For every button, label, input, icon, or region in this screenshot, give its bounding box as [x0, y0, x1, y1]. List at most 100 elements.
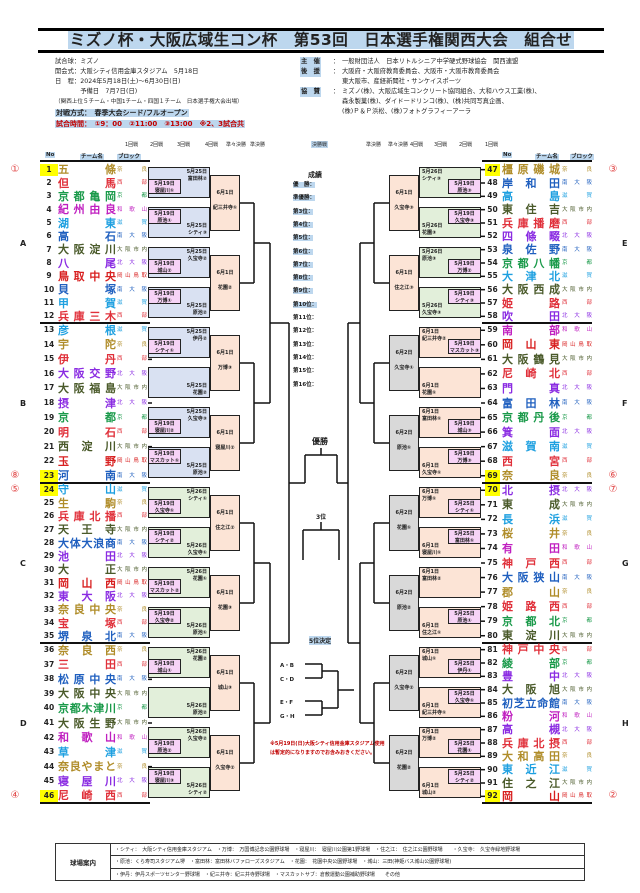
- game-box-round3: 6月2日花園②: [389, 735, 419, 791]
- team-block: 南大阪: [117, 286, 147, 293]
- seed-number: ④: [10, 789, 20, 801]
- team-block: 滋賀: [562, 273, 592, 280]
- game-box-round3: 6月1日久宝寺③: [389, 175, 419, 231]
- team-number: 45: [43, 776, 55, 786]
- team-name: 大阪旭: [502, 683, 560, 697]
- team-block: 北大阪: [117, 593, 147, 600]
- round-header: 準々決勝: [388, 142, 409, 148]
- team-block: 北大阪: [562, 726, 592, 733]
- team-number: 61: [487, 354, 498, 364]
- block-label-F: F: [622, 399, 628, 408]
- team-name: 泉佐野: [502, 243, 560, 257]
- block-label-C: C: [20, 559, 26, 568]
- team-number: 6: [46, 231, 52, 241]
- team-block: 奈良: [562, 166, 592, 173]
- seed-number: ③: [608, 163, 618, 175]
- round-header: 2回戦: [459, 142, 473, 148]
- team-number: 43: [43, 747, 55, 757]
- result-row: 第5位：: [293, 235, 314, 242]
- result-row: 第11位：: [293, 315, 318, 321]
- team-name: 大阪福島: [58, 381, 116, 395]
- team-name: 湖東: [58, 216, 116, 230]
- game-box-round1: 5月19日マスカット③: [448, 339, 481, 354]
- team-name: 四條畷: [502, 229, 560, 243]
- block-label-B: B: [20, 399, 27, 408]
- result-row: 第3位：: [293, 208, 314, 215]
- team-name: 奈良やまと: [58, 760, 116, 774]
- team-number: 64: [487, 398, 498, 407]
- team-number: 51: [487, 218, 498, 227]
- block-separator: [482, 642, 592, 644]
- team-block: 南大阪: [117, 472, 147, 479]
- team-number: 10: [43, 284, 55, 294]
- team-number: 25: [43, 498, 55, 507]
- team-number: 3: [46, 191, 52, 201]
- game-box-round3: 6月2日久宝寺②: [389, 655, 419, 711]
- team-name: 兵庫北摂: [502, 736, 560, 750]
- col-header-no: No: [45, 152, 56, 158]
- team-number: 31: [43, 578, 55, 587]
- round-header: 4回戦: [205, 142, 219, 148]
- team-block: 大阪市内: [562, 286, 592, 293]
- team-number: 21: [43, 441, 55, 451]
- team-block: 大阪市内: [117, 246, 147, 253]
- team-name: 姫路: [502, 296, 560, 310]
- game-box-round1: 5月19日マスカット②: [148, 579, 181, 594]
- game-box-round1: 5月19日原池①: [148, 209, 181, 224]
- team-name: 東淀川: [502, 629, 560, 643]
- team-block: 大阪市内: [117, 526, 147, 533]
- team-name: 高石: [58, 229, 116, 243]
- team-name: 大和高田: [502, 749, 560, 763]
- team-number: 44: [43, 761, 55, 771]
- team-block: 南大阪: [562, 400, 592, 406]
- game-box-round1: 5月25日富田林①: [448, 529, 481, 544]
- team-number: 67: [487, 441, 498, 451]
- team-number: 88: [487, 738, 498, 747]
- team-number: 77: [487, 587, 498, 597]
- block-label-G: G: [622, 559, 629, 568]
- team-block: 西部: [117, 429, 147, 436]
- team-name: 奈良: [502, 469, 560, 483]
- team-number: 11: [43, 298, 55, 307]
- team-block: 大阪市内: [117, 385, 147, 392]
- team-number: 71: [487, 499, 498, 509]
- round-header: 2回戦: [150, 142, 164, 148]
- team-name: 伊丹: [58, 352, 116, 366]
- team-block: 西部: [117, 356, 147, 363]
- results-title: 成績: [308, 171, 322, 179]
- team-number: 27: [43, 524, 55, 534]
- team-name: 大阪生野: [58, 716, 116, 730]
- game-box-round1: 5月19日久宝寺①: [148, 499, 181, 514]
- team-name: 守山: [58, 483, 116, 497]
- team-name: 奈良中央: [58, 603, 116, 617]
- team-block: 北大阪: [117, 260, 147, 266]
- result-row: 準優勝：: [293, 195, 316, 202]
- team-number: 34: [43, 618, 55, 627]
- game-box-round1: 5月19日万博②: [448, 259, 481, 274]
- team-block: 南大阪: [117, 540, 147, 546]
- result-row: 第9位：: [293, 288, 314, 295]
- team-name: 西宮: [502, 454, 560, 468]
- page-title: ミズノ杯・大阪広域生コン杯 第53回 日本選手権関西大会 組合せ: [38, 28, 604, 53]
- team-number: 32: [43, 591, 55, 601]
- team-number: 73: [487, 528, 498, 538]
- team-name: 京都丹後: [502, 411, 560, 425]
- team-number: 49: [487, 191, 498, 201]
- result-row: 優 勝：: [293, 182, 316, 188]
- fifth-pair: G・H: [280, 714, 295, 720]
- game-box-round3: 6月1日寝屋川②: [210, 415, 240, 471]
- game-box-round3: 6月2日原池①: [389, 415, 419, 471]
- team-number: 9: [46, 271, 52, 281]
- info-text: (株)Ｐ＆Ｐ浜松、(株)フォトグラフィーアーラ: [342, 108, 472, 115]
- game-box-round1: 5月19日シティ②: [148, 529, 181, 544]
- team-name: 大体大浪商: [58, 536, 116, 550]
- team-name: 大阪淀川: [58, 243, 116, 257]
- block-separator: [482, 802, 592, 804]
- block-separator: [40, 160, 150, 162]
- team-number: 85: [487, 698, 498, 707]
- block-label-A: A: [20, 239, 27, 248]
- team-number: 23: [40, 469, 58, 482]
- game-box-round3: 6月1日住之江②: [210, 495, 240, 551]
- team-block: 京都: [117, 414, 147, 421]
- game-box-round1: 5月19日城山②: [148, 259, 181, 274]
